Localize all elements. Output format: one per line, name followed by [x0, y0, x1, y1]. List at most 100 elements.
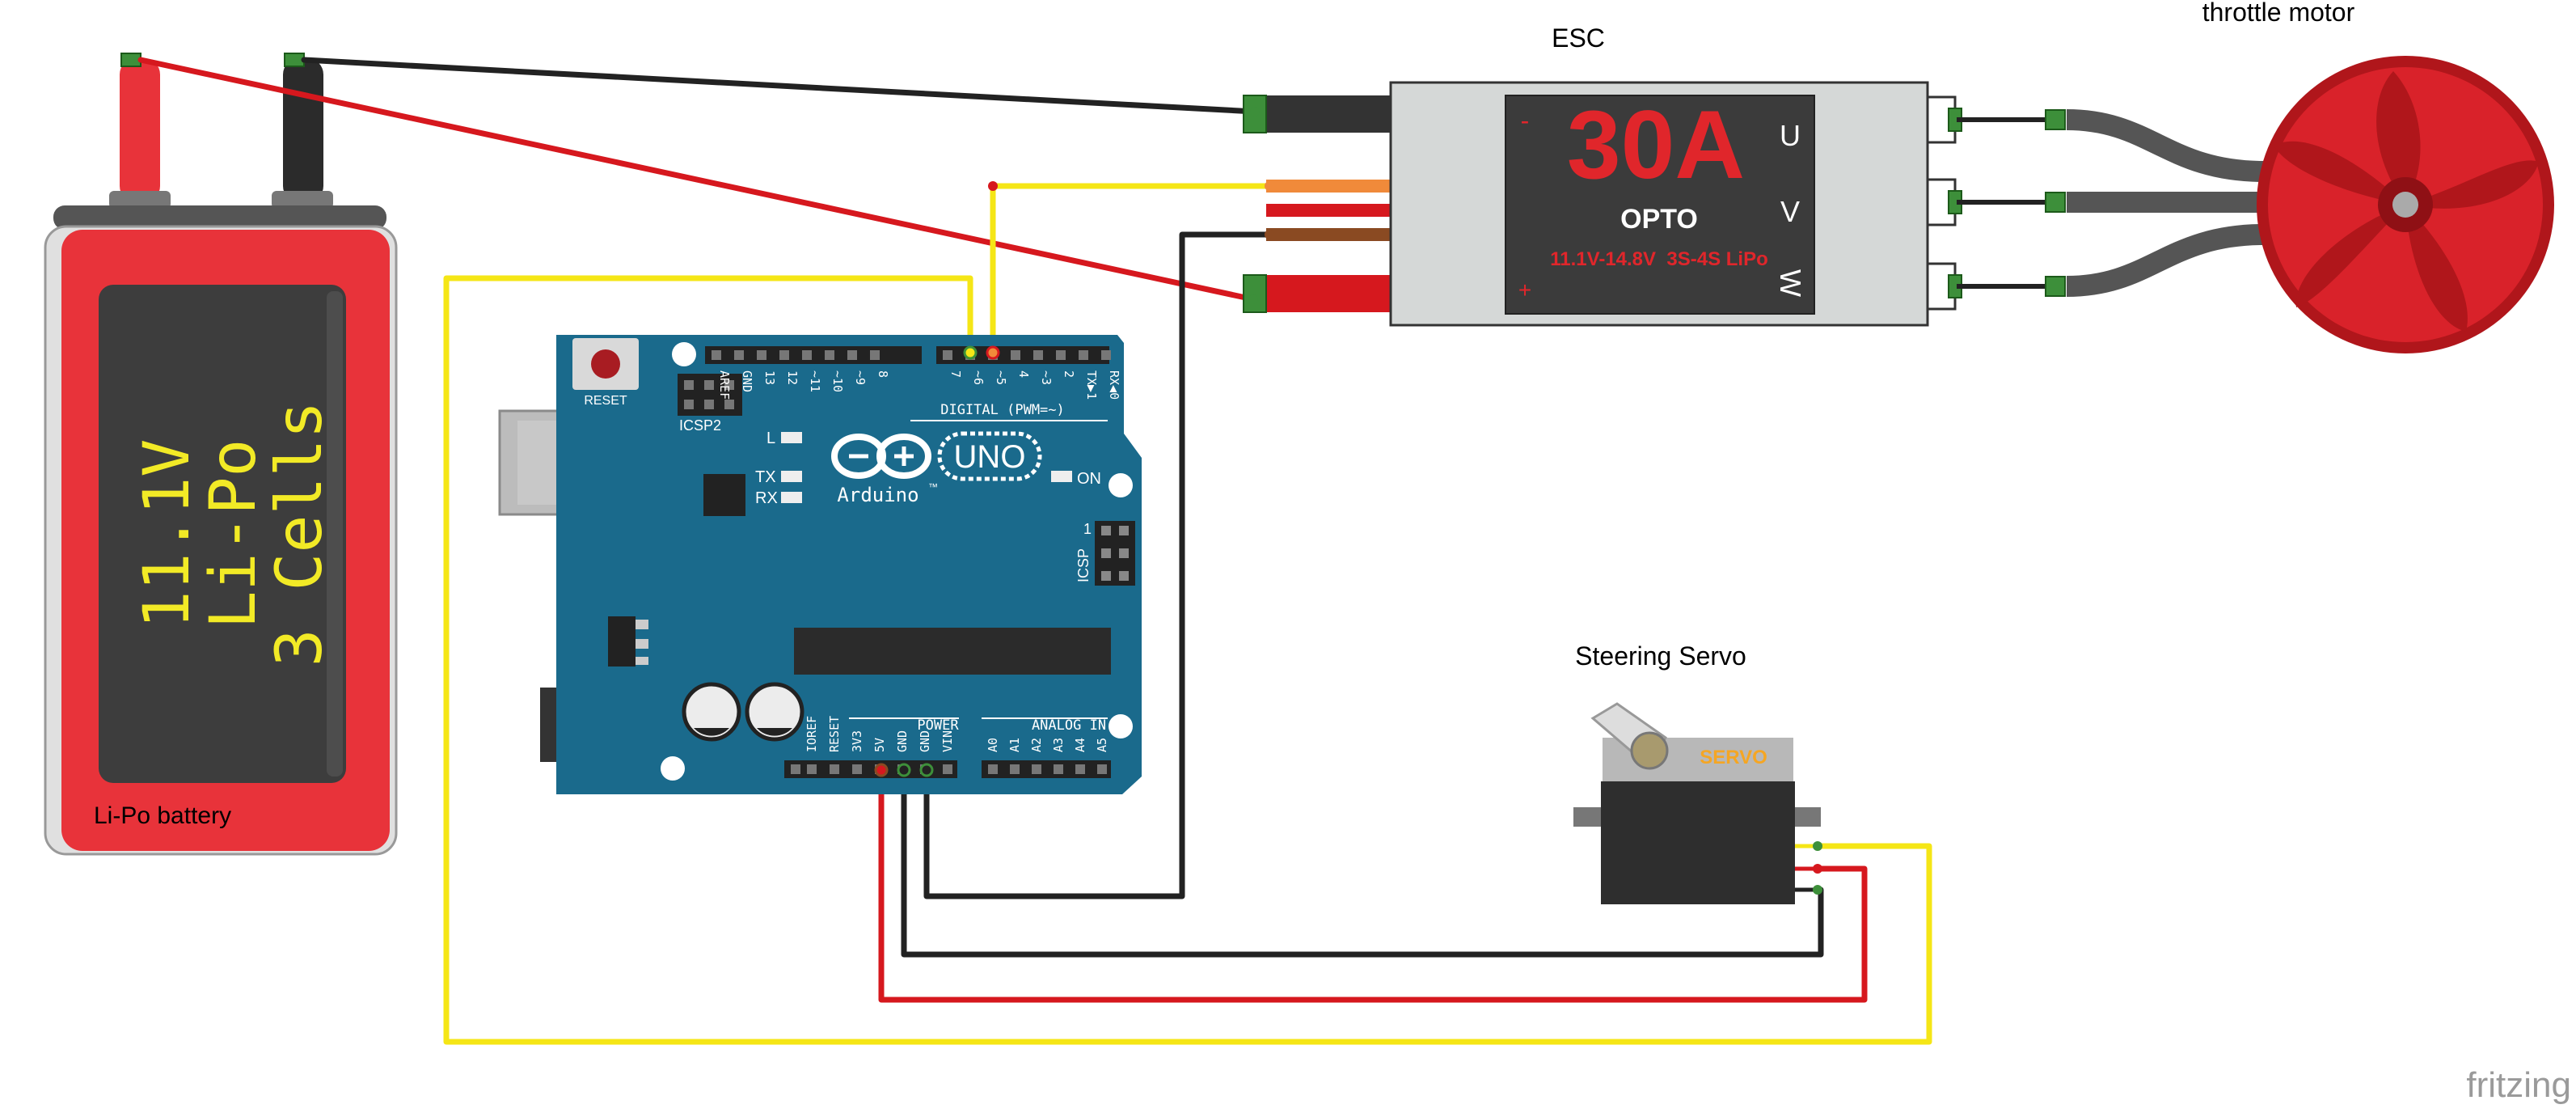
arduino-tm: ™	[928, 481, 938, 493]
esc-label	[1505, 95, 1815, 315]
pin-label: 4	[1016, 370, 1031, 378]
battery-cells: 3 Cells	[264, 401, 336, 667]
icsp2-header: ICSP2	[678, 374, 742, 434]
battery-lead-collar	[272, 191, 333, 209]
wire-5v-servo-power	[878, 768, 1868, 1003]
wire-battery-positive-esc	[137, 57, 1256, 303]
regulator-tab	[636, 639, 648, 649]
capacitor	[745, 682, 804, 742]
header-pin	[1032, 764, 1041, 774]
battery-label-shade	[327, 291, 343, 777]
power-header	[784, 760, 957, 778]
battery-red-connector	[120, 53, 141, 67]
regulator-tab	[636, 620, 648, 629]
wire-pin5-esc-signal	[990, 183, 1273, 356]
wire-battery-negative-esc	[301, 57, 1258, 115]
esc-output-connectors	[1926, 95, 1962, 311]
voltage-regulator	[608, 616, 636, 667]
mount-hole	[661, 756, 685, 781]
esc-signal-orange	[1266, 180, 1392, 193]
wire-gnd-esc-ground	[923, 231, 1273, 899]
motor-spokes	[2274, 71, 2539, 332]
fritzing-watermark: fritzing	[2466, 1065, 2571, 1105]
servo-output-shaft	[1630, 731, 1669, 770]
arduino-brand: Arduino	[837, 484, 918, 506]
esc-input-red	[1250, 275, 1392, 312]
battery-chemistry: Li-Po	[197, 439, 270, 629]
esc-input-black	[1250, 95, 1392, 133]
pin-label: GND	[918, 730, 932, 752]
esc: ESC 30A OPTO 11.1V-14.8V 3S-4S LiPo - + …	[1243, 23, 2066, 327]
pin-label: IOREF	[804, 716, 819, 752]
battery-top-cap	[53, 205, 386, 230]
pin-label: 5V	[872, 738, 887, 752]
icsp-label: ICSP	[1075, 548, 1092, 582]
header-pin	[847, 350, 857, 360]
arduino-board	[556, 335, 1142, 794]
led-l-label: L	[766, 430, 775, 447]
esc-signal-red	[1266, 204, 1392, 217]
header-pin	[988, 764, 998, 774]
esc-phase-w: W	[1774, 269, 1807, 297]
pin-label: 3V3	[850, 730, 864, 752]
bottom-header-pins	[791, 764, 1107, 774]
battery-red-lead	[120, 58, 160, 202]
header-pin	[830, 764, 839, 774]
reset-button-cap[interactable]	[591, 349, 620, 379]
led-tx	[781, 471, 802, 482]
header-pin	[943, 764, 952, 774]
header-pin	[1033, 350, 1043, 360]
esc-plus-label: +	[1518, 277, 1531, 303]
header-pin	[825, 350, 834, 360]
pin-label: RX◀0	[1107, 370, 1121, 400]
pin-label: A2	[1029, 738, 1044, 752]
header-pin	[1079, 350, 1088, 360]
analog-header	[982, 760, 1111, 778]
pin-label: A4	[1073, 738, 1087, 752]
battery-label-panel	[99, 285, 346, 783]
battery-black-lead	[283, 58, 323, 202]
esc-minus-label: -	[1521, 106, 1530, 135]
usb-chip	[703, 474, 745, 516]
arduino-model: UNO	[954, 439, 1026, 475]
led-l	[781, 432, 802, 443]
motor-lead-connectors	[2045, 109, 2066, 297]
led-on	[1051, 471, 1072, 482]
pin-label: ~10	[830, 370, 845, 392]
pin6-wire-end	[963, 345, 978, 360]
mount-hole	[1109, 473, 1133, 497]
esc-phase-u: U	[1780, 119, 1801, 152]
pin-label: ~9	[853, 370, 868, 385]
led-on-label: ON	[1077, 470, 1101, 488]
motor-lead-bottom	[2066, 224, 2265, 297]
icsp2-label: ICSP2	[679, 417, 721, 434]
icsp-pin1-label: 1	[1083, 521, 1092, 537]
icsp-header: 1 ICSP	[1075, 521, 1135, 586]
esc-input-red-tip	[1243, 274, 1267, 313]
pin-label: AREF	[717, 370, 732, 400]
throttle-motor-title: throttle motor	[2202, 0, 2355, 27]
header-pin	[1010, 764, 1020, 774]
pin-label: VIN	[940, 730, 955, 752]
microcontroller-chip	[794, 628, 1111, 675]
throttle-motor: throttle motor	[2066, 0, 2554, 353]
header-pin	[1056, 350, 1066, 360]
header-pin	[1011, 350, 1020, 360]
pin-label: A1	[1007, 738, 1022, 752]
pin-label: RESET	[827, 716, 842, 752]
header-pin	[1101, 350, 1111, 360]
header-pin	[943, 350, 952, 360]
pin-label: 13	[762, 370, 777, 385]
pin-label: 7	[948, 370, 963, 378]
5v-wire-end	[874, 763, 889, 777]
header-pin	[852, 764, 862, 774]
pin-label: 2	[1062, 370, 1076, 378]
header-pin	[807, 764, 817, 774]
motor-shaft	[2392, 192, 2418, 218]
gnd2-wire-end	[919, 763, 934, 777]
battery-label-text: 11.1V Li-Po 3 Cells	[131, 401, 336, 667]
mount-hole	[1109, 714, 1133, 738]
pin-label: ~5	[994, 370, 1008, 385]
